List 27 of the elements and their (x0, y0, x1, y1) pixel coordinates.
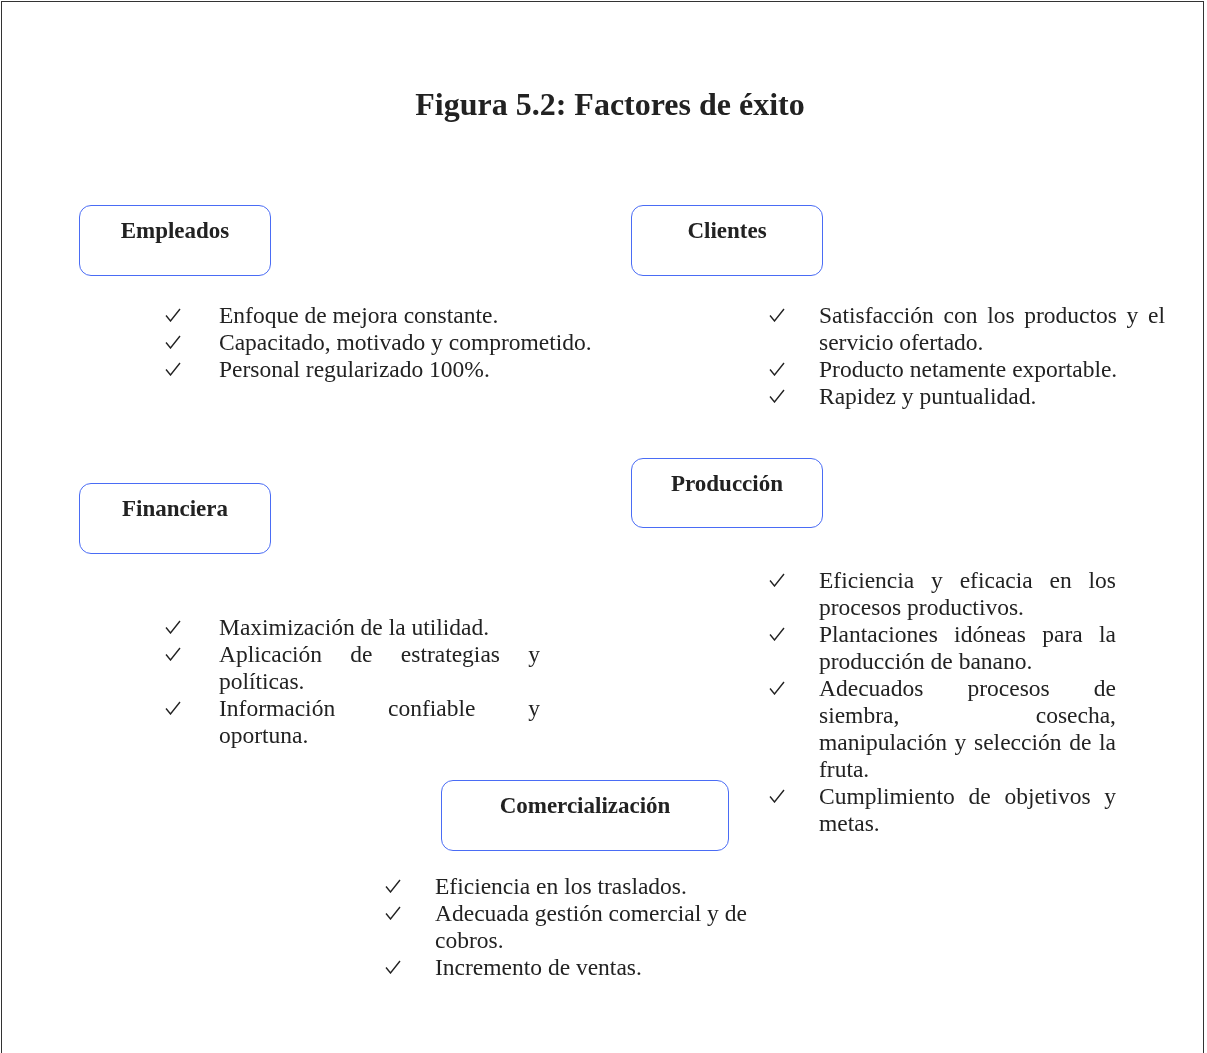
list-item: Producto netamente exportable. (819, 356, 1118, 383)
category-box (631, 205, 823, 276)
box-label: Financiera (121, 496, 228, 522)
list-item: Aplicación de estrategias y políticas. (219, 641, 540, 695)
list-item: Eficiencia y eficacia en los procesos productivos. (819, 567, 1116, 621)
list-item: Enfoque de mejora constante. (219, 302, 499, 329)
category-box (631, 458, 823, 528)
list-item: Adecuados procesos de siembra, cosecha, manipulación y selección de la fruta. (819, 675, 1116, 783)
list-item: Información confiable y oportuna. (219, 695, 540, 749)
list-item: Incremento de ventas. (435, 954, 642, 981)
category-box (79, 483, 271, 554)
list-item: Capacitado, motivado y comprometido. (219, 329, 592, 356)
box-label: Empleados (120, 218, 230, 244)
list-item: Satisfacción con los productos y el servicio ofertado. (819, 302, 1165, 356)
list-item: Plantaciones idóneas para la producción de banano. (819, 621, 1116, 675)
category-box (79, 205, 271, 276)
list-item: Rapidez y puntualidad. (819, 383, 1037, 410)
box-label: Comercialización (499, 793, 671, 819)
box-label: Producción (671, 471, 783, 497)
list-item: Maximización de la utilidad. (219, 614, 490, 641)
title: Figura 5.2: Factores de éxito (414, 86, 806, 123)
list-item: Cumplimiento de objetivos y metas. (819, 783, 1116, 837)
box-label: Clientes (687, 218, 767, 244)
list-item: Personal regularizado 100%. (219, 356, 490, 383)
list-item: Eficiencia en los traslados. (435, 873, 687, 900)
category-box (441, 780, 729, 851)
list-item: Adecuada gestión comercial y de cobros. (435, 900, 748, 954)
